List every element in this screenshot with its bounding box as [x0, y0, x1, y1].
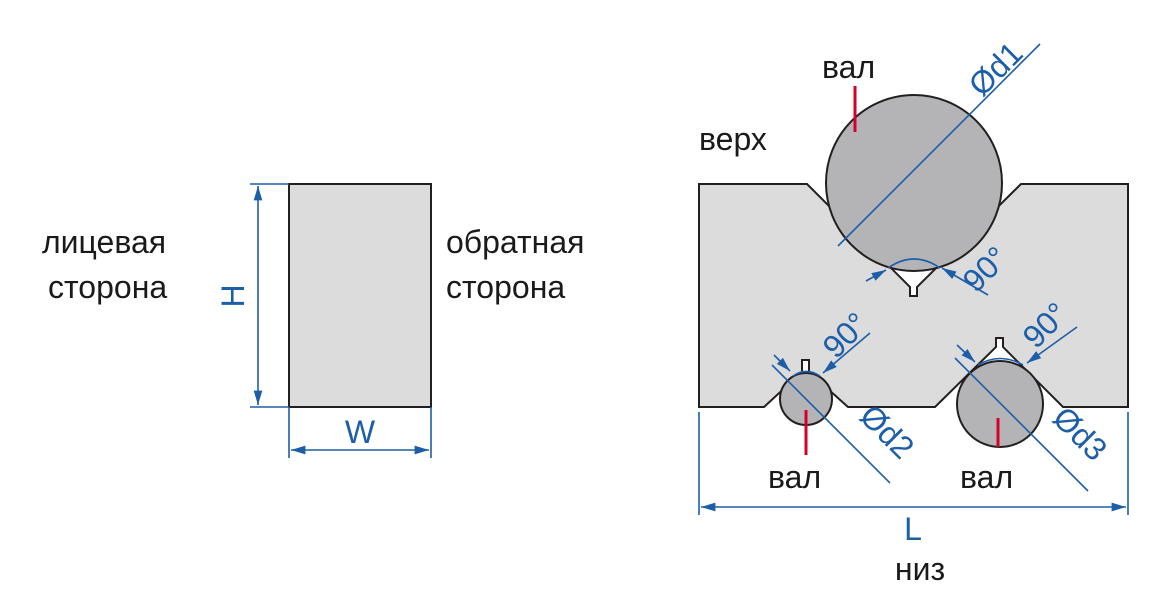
back-side-label-2: сторона — [446, 269, 565, 305]
front-side-label-1: лицевая — [42, 224, 166, 260]
shaft-label-left: вал — [768, 459, 821, 495]
top-label: верх — [699, 121, 767, 157]
d1-label: Ød1 — [961, 35, 1029, 103]
width-label: W — [345, 414, 376, 450]
shaft-label-right: вал — [960, 459, 1013, 495]
shaft-d1 — [825, 94, 1003, 272]
length-label: L — [904, 511, 922, 547]
front-view: Ød1 Ød2 Ød3 90° 90° 90° вал вал вал верх… — [698, 35, 1129, 587]
d2-dimension-line — [771, 364, 891, 484]
front-side-label-2: сторона — [48, 269, 167, 305]
d3-dimension-line — [954, 357, 1089, 492]
block-side-rect — [288, 183, 432, 408]
height-label: H — [215, 284, 251, 307]
shaft-label-top: вал — [822, 49, 875, 85]
angle-arc-top — [887, 258, 941, 269]
bottom-label: низ — [895, 551, 945, 587]
back-side-label-1: обратная — [446, 224, 584, 260]
angle-arc-right — [977, 357, 1024, 366]
d3-label: Ød3 — [1046, 399, 1114, 467]
side-view: H W лицевая сторона обратная сторона — [42, 183, 584, 458]
v-block-body — [698, 183, 1129, 408]
d1-dimension-line — [837, 43, 1041, 247]
angle-arc-left — [792, 370, 821, 377]
